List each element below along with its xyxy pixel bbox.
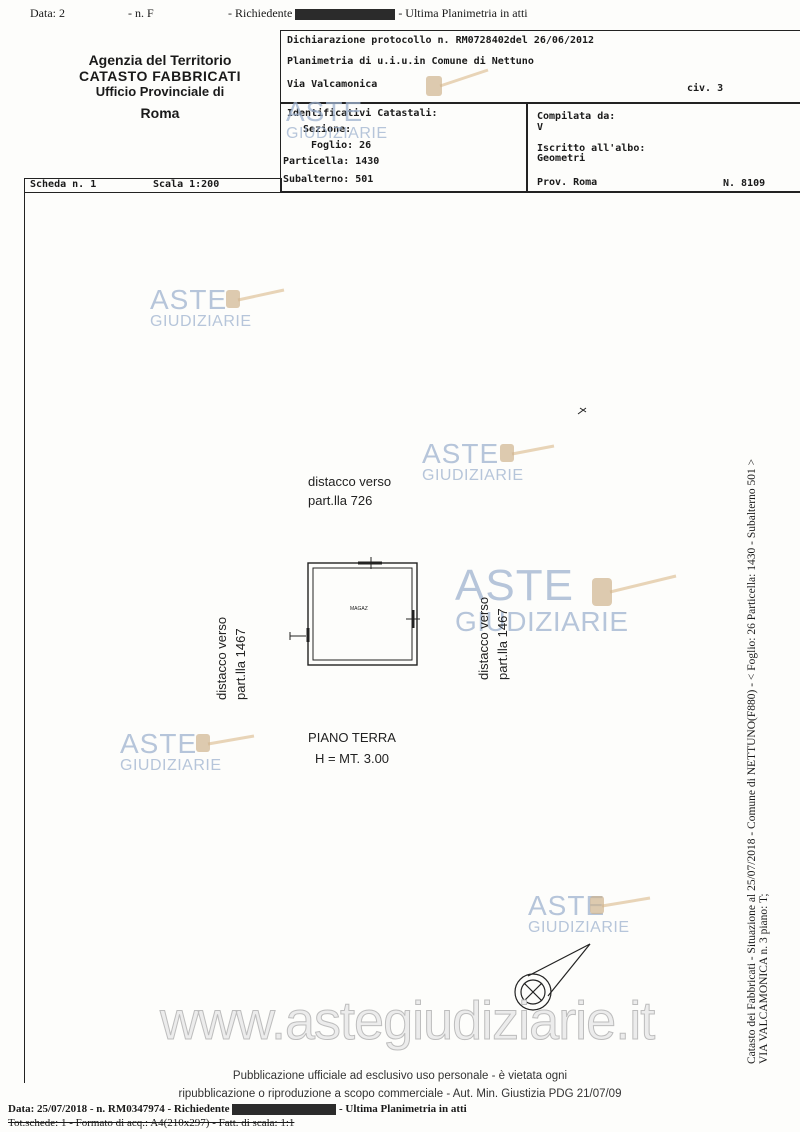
north-distance-line1: distacco verso (308, 474, 392, 489)
declaration-box: Dichiarazione protocollo n. RM0728402del… (280, 30, 800, 104)
website-watermark: www.astegiudiziarie.it (159, 991, 655, 1052)
agency-name: Agenzia del Territorio (88, 52, 232, 68)
top-date: Data: 2 (30, 6, 65, 20)
declaration-plan: Planimetria di u.i.u.in Comune di Nettun… (287, 56, 534, 67)
room-label: MAGAZ (350, 606, 368, 612)
compiler-box: Compilata da: V Iscritto all'albo: Geome… (526, 102, 800, 192)
east-distance-line2: part.lla 1467 (495, 608, 510, 680)
north-arrow (514, 943, 591, 1011)
redaction-bar (295, 8, 396, 20)
floor-height: H = MT. 3.00 (314, 751, 390, 766)
west-distance-line1: distacco verso (214, 616, 229, 700)
compiler-registered: Iscritto all'albo: (537, 143, 646, 154)
west-distance-line2: part.lla 1467 (233, 628, 248, 700)
floor-label: PIANO TERRA H = MT. 3.00 (304, 730, 400, 766)
sheet-number: Scheda n. 1 (30, 179, 97, 190)
declaration-civ: civ. 3 (687, 83, 724, 94)
compiler-initial: V (537, 122, 544, 133)
top-number: - n. F (128, 6, 154, 20)
identifiers-title: Identificativi Catastali: (287, 108, 438, 119)
floor-name: PIANO TERRA (308, 730, 396, 745)
footer-notice-line1: Pubblicazione ufficiale ad esclusivo uso… (232, 1070, 568, 1082)
identifiers-subalterno: Subalterno: 501 (283, 174, 374, 185)
footer-notice-line2: ripubblicazione o riproduzione a scopo c… (178, 1088, 622, 1100)
north-distance-label: distacco verso part.lla 726 (308, 474, 391, 508)
drawing-area (24, 192, 800, 1083)
identifiers-box: Identificativi Catastali: Sezione: Fogli… (280, 102, 528, 192)
declaration-protocol: Dichiarazione protocollo n. RM0728402del… (287, 35, 595, 46)
side-cadastral-note: Catasto dei Fabbricati - Situazione al 2… (746, 459, 770, 1064)
catasto-title: CATASTO FABBRICATI (79, 68, 241, 84)
top-requester: - Richiedente - Ultima Planimetria in at… (228, 6, 528, 21)
north-distance-line2: part.lla 726 (308, 493, 373, 508)
compiler-profession: Geometri (537, 153, 586, 164)
footer-data-text: Data: 25/07/2018 - n. RM0347974 - Richie… (8, 1103, 230, 1115)
identifiers-sezione: Sezione: (303, 124, 352, 135)
compiler-number: N. 8109 (723, 178, 766, 189)
east-distance-line1: distacco verso (476, 596, 491, 680)
identifiers-particella: Particella: 1430 (283, 156, 380, 167)
footer-tot-line: Tot.schede: 1 - Formato di acq.: A4(210x… (8, 1117, 295, 1129)
compiler-label: Compilata da: (537, 111, 616, 122)
compiler-province: Prov. Roma (537, 177, 598, 188)
side-note-line1: Catasto dei Fabbricati - Situazione al 2… (746, 458, 758, 1064)
sheet-row: Scheda n. 1 Scala 1:200 (24, 178, 282, 193)
agency-header: Agenzia del Territorio CATASTO FABBRICAT… (40, 52, 280, 121)
side-note-line2: VIA VALCAMONICA n. 3 piano: T; (758, 893, 770, 1064)
west-distance-label: distacco verso part.lla 1467 (214, 617, 248, 700)
redaction-bar (232, 1103, 337, 1115)
office-label: Ufficio Provinciale di (95, 84, 225, 99)
footer-data-suffix: - Ultima Planimetria in atti (339, 1103, 467, 1115)
footer-data-line: Data: 25/07/2018 - n. RM0347974 - Richie… (8, 1103, 467, 1115)
top-requester-label: - Richiedente (228, 6, 293, 20)
top-suffix: - Ultima Planimetria in atti (398, 6, 528, 20)
identifiers-foglio: Foglio: 26 (311, 140, 372, 151)
declaration-street: Via Valcamonica (287, 79, 378, 90)
east-distance-label: distacco verso part.lla 1467 (476, 597, 510, 680)
sheet-scale: Scala 1:200 (153, 179, 220, 190)
office-city: Roma (140, 105, 180, 121)
